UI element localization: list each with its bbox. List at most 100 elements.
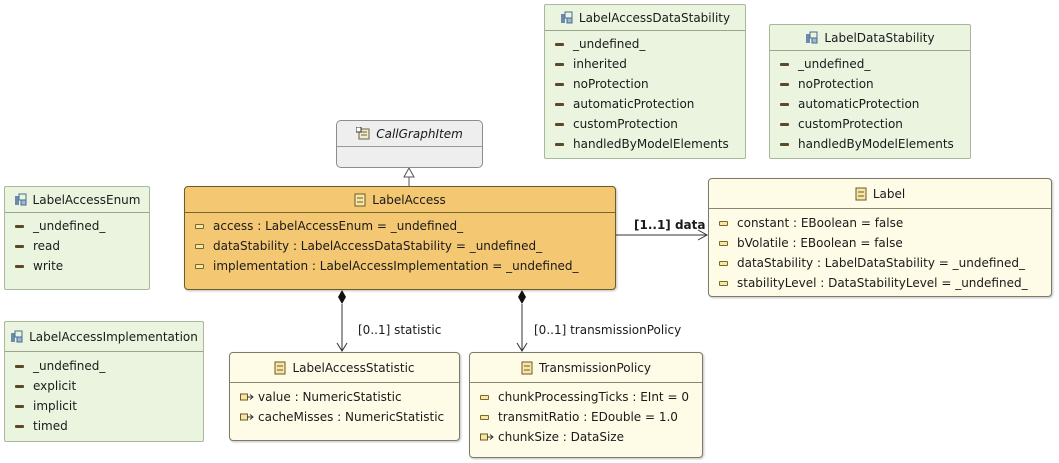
transmission-containment-diamond [518, 290, 526, 304]
class-attribute: bVolatile : EBoolean = false [709, 233, 1051, 253]
class-name: TransmissionPolicy [538, 360, 652, 375]
class-call-graph-item[interactable]: CallGraphItem [336, 120, 483, 168]
enum-literal: timed [5, 416, 203, 436]
enum-label-access-data-stability[interactable]: LabelAccessDataStability _undefined_ inh… [544, 4, 746, 159]
statistic-reference-label: [0..1] statistic [358, 323, 442, 337]
enum-literal: automaticProtection [545, 94, 745, 114]
class-attribute: access : LabelAccessEnum = _undefined_ [185, 216, 615, 236]
enum-literal-icon [15, 264, 24, 268]
enum-literal: noProtection [770, 74, 970, 94]
class-attribute: transmitRatio : EDouble = 1.0 [470, 407, 702, 427]
enum-label-access-implementation[interactable]: LabelAccessImplementation _undefined_ ex… [4, 321, 204, 442]
enum-name: LabelAccessImplementation [29, 329, 198, 344]
enum-literal-icon [555, 82, 564, 86]
class-name: LabelAccess [372, 192, 446, 207]
statistic-containment-diamond [338, 290, 346, 304]
class-name: CallGraphItem [376, 126, 463, 141]
attribute-icon [480, 414, 489, 420]
transmission-containment-arrowhead [516, 342, 528, 352]
reference-icon [480, 433, 494, 441]
data-reference-label: [1..1] data [634, 218, 706, 232]
class-header: LabelAccess [185, 187, 615, 213]
attribute-icon [719, 280, 728, 286]
class-icon [521, 361, 533, 375]
enum-icon [805, 31, 818, 44]
enum-literal: automaticProtection [770, 94, 970, 114]
reference-icon [240, 413, 254, 421]
enum-literal: inherited [545, 54, 745, 74]
transmission-policy-reference-label: [0..1] transmissionPolicy [534, 323, 682, 337]
enum-icon [10, 330, 23, 343]
enum-literal-icon [15, 404, 24, 408]
enum-literal: _undefined_ [5, 356, 203, 376]
enum-literal-icon [555, 102, 564, 106]
data-reference-arrowhead [697, 229, 709, 241]
enum-literal-icon [15, 384, 24, 388]
attribute-icon [719, 220, 728, 226]
class-attribute: constant : EBoolean = false [709, 213, 1051, 233]
enum-literal: _undefined_ [5, 216, 149, 236]
enum-literal-icon [780, 102, 789, 106]
class-label-access[interactable]: LabelAccess access : LabelAccessEnum = _… [184, 186, 616, 290]
enum-name: LabelAccessDataStability [578, 10, 731, 25]
class-name: Label [872, 186, 906, 201]
class-attribute: implementation : LabelAccessImplementati… [185, 256, 615, 276]
enum-literal-icon [780, 122, 789, 126]
enum-literal-icon [555, 142, 564, 146]
enum-literal: _undefined_ [545, 34, 745, 54]
enum-literal: read [5, 236, 149, 256]
class-icon [354, 193, 366, 207]
class-reference: cacheMisses : NumericStatistic [230, 407, 459, 427]
reference-icon [240, 393, 254, 401]
class-attribute: chunkProcessingTicks : EInt = 0 [470, 387, 702, 407]
enum-literal: write [5, 256, 149, 276]
class-label-access-statistic[interactable]: LabelAccessStatistic value : NumericStat… [229, 352, 460, 441]
attribute-icon [195, 223, 204, 229]
enum-header: LabelAccessDataStability [545, 5, 745, 31]
enum-literal-icon [780, 62, 789, 66]
class-header: CallGraphItem [337, 121, 482, 147]
class-attribute: dataStability : LabelAccessDataStability… [185, 236, 615, 256]
enum-literal-icon [15, 364, 24, 368]
class-reference: chunkSize : DataSize [470, 427, 702, 447]
class-label[interactable]: Label constant : EBoolean = false bVolat… [708, 178, 1052, 297]
enum-literal: handledByModelElements [545, 134, 745, 154]
enum-label-access-enum[interactable]: LabelAccessEnum _undefined_ read write [4, 186, 150, 290]
generalization-arrowhead [403, 166, 415, 178]
enum-icon [14, 193, 27, 206]
enum-label-data-stability[interactable]: LabelDataStability _undefined_ noProtect… [769, 24, 971, 159]
enum-literal: customProtection [545, 114, 745, 134]
enum-literal: implicit [5, 396, 203, 416]
attribute-icon [195, 243, 204, 249]
enum-literal-icon [555, 42, 564, 46]
class-header: Label [709, 179, 1051, 209]
enum-literal: customProtection [770, 114, 970, 134]
class-header: TransmissionPolicy [470, 353, 702, 383]
enum-literal: _undefined_ [770, 54, 970, 74]
enum-header: LabelAccessEnum [5, 187, 149, 213]
enum-literal-icon [555, 62, 564, 66]
enum-name: LabelDataStability [824, 30, 935, 45]
enum-header: LabelAccessImplementation [5, 322, 203, 352]
attribute-icon [719, 260, 728, 266]
class-transmission-policy[interactable]: TransmissionPolicy chunkProcessingTicks … [469, 352, 703, 458]
class-attribute: dataStability : LabelDataStability = _un… [709, 253, 1051, 273]
class-header: LabelAccessStatistic [230, 353, 459, 383]
enum-literal: explicit [5, 376, 203, 396]
enum-literal-icon [15, 424, 24, 428]
enum-literal-icon [15, 244, 24, 248]
enum-literal-icon [555, 122, 564, 126]
attribute-icon [195, 263, 204, 269]
enum-header: LabelDataStability [770, 25, 970, 51]
attribute-icon [719, 240, 728, 246]
class-name: LabelAccessStatistic [292, 360, 415, 375]
class-icon [855, 187, 867, 201]
enum-literal-icon [15, 224, 24, 228]
abstract-class-icon [356, 127, 370, 140]
attribute-icon [480, 394, 489, 400]
class-attribute: stabilityLevel : DataStabilityLevel = _u… [709, 273, 1051, 293]
statistic-containment-arrowhead [336, 342, 348, 352]
enum-literal-icon [780, 142, 789, 146]
enum-literal: noProtection [545, 74, 745, 94]
